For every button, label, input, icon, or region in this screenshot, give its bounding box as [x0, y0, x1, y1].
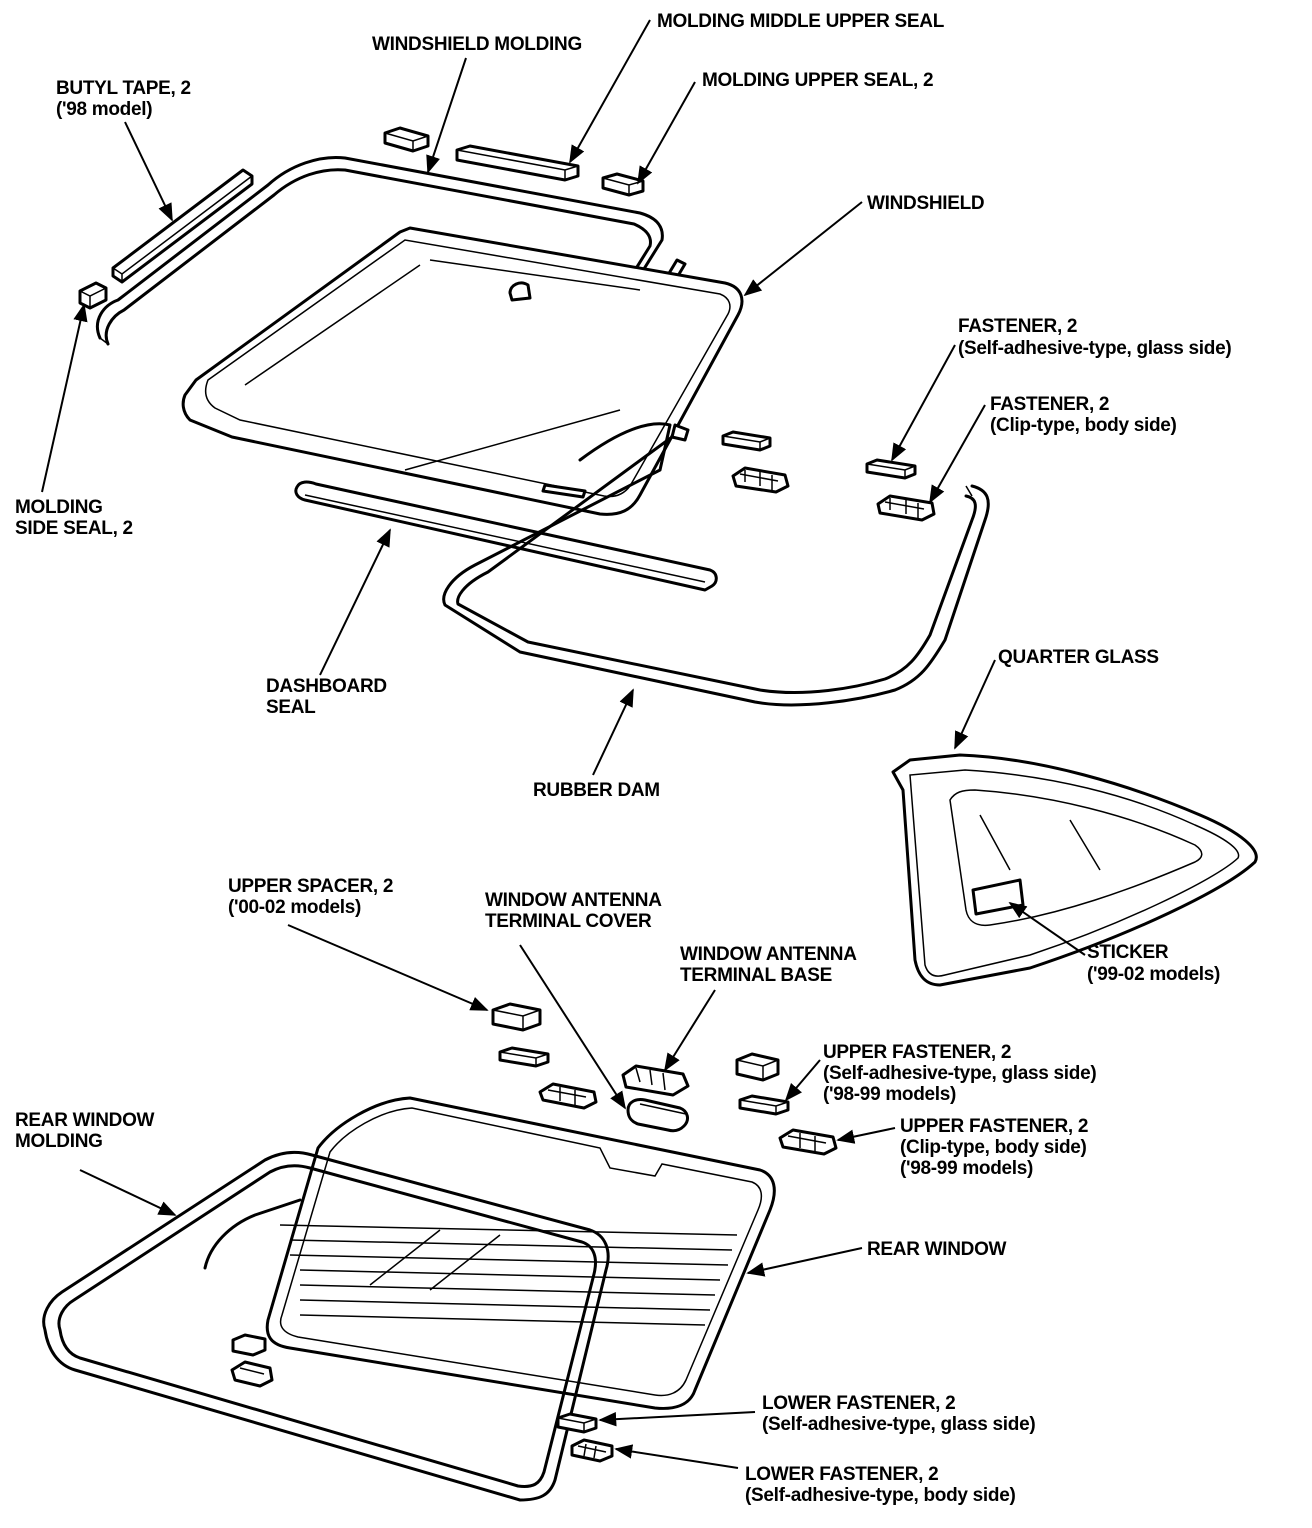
windshield-part — [181, 226, 744, 516]
label-fastener-glass: FASTENER, 2 — [958, 316, 1077, 337]
upper-fastener-body-part — [778, 1128, 838, 1156]
upper-fastener-spacer-part — [735, 1052, 780, 1082]
label-sticker: STICKER — [1087, 942, 1169, 963]
label-upper-fastener-glass-models: ('98-99 models) — [823, 1084, 956, 1105]
molding-side-seal-part — [78, 281, 108, 310]
label-fastener-glass-note: (Self-adhesive-type, glass side) — [958, 338, 1231, 359]
butyl-tape-part — [111, 168, 254, 284]
label-molding-side-seal-2: SIDE SEAL, 2 — [15, 518, 133, 539]
rubber-dam-part — [442, 422, 990, 707]
leader-lines — [41, 19, 1086, 1469]
label-butyl-tape: BUTYL TAPE, 2 — [56, 78, 191, 99]
label-sticker-note: ('99-02 models) — [1087, 964, 1220, 985]
label-dashboard-seal-2: SEAL — [266, 697, 316, 718]
rear-window-inner-frame — [203, 1198, 302, 1270]
fastener-body-part-1 — [731, 466, 790, 494]
label-rear-window-molding-2: MOLDING — [15, 1131, 103, 1152]
label-antenna-base-2: TERMINAL BASE — [680, 965, 832, 986]
label-dashboard-seal: DASHBOARD — [266, 676, 387, 697]
label-lower-fastener-glass: LOWER FASTENER, 2 — [762, 1393, 955, 1414]
lower-fastener-left-1 — [231, 1333, 267, 1357]
label-upper-spacer: UPPER SPACER, 2 — [228, 876, 393, 897]
label-molding-upper-seal: MOLDING UPPER SEAL, 2 — [702, 70, 933, 91]
label-upper-fastener-glass: UPPER FASTENER, 2 — [823, 1042, 1011, 1063]
label-rear-window: REAR WINDOW — [867, 1239, 1007, 1260]
molding-upper-seal-left-part — [383, 126, 430, 153]
label-lower-fastener-body-note: (Self-adhesive-type, body side) — [745, 1485, 1016, 1506]
fastener-glass-part-2 — [865, 458, 917, 480]
label-upper-spacer-note: ('00-02 models) — [228, 897, 361, 918]
label-fastener-body: FASTENER, 2 — [990, 394, 1109, 415]
label-lower-fastener-glass-note: (Self-adhesive-type, glass side) — [762, 1414, 1035, 1435]
lower-fastener-body-part — [570, 1438, 614, 1463]
molding-middle-upper-seal-part — [455, 144, 580, 182]
rear-window-part — [265, 1096, 776, 1410]
molding-upper-seal-right-part — [601, 172, 645, 197]
lower-fastener-left-2 — [230, 1360, 274, 1388]
label-molding-middle-upper-seal: MOLDING MIDDLE UPPER SEAL — [657, 11, 945, 32]
antenna-cover-part — [626, 1098, 689, 1133]
upper-spacer-part — [491, 1002, 542, 1032]
label-windshield-molding: WINDSHIELD MOLDING — [372, 34, 582, 55]
rear-fastener-glass-part-1 — [498, 1046, 550, 1068]
label-windshield: WINDSHIELD — [867, 193, 984, 214]
label-upper-fastener-body: UPPER FASTENER, 2 — [900, 1116, 1088, 1137]
label-antenna-base: WINDOW ANTENNA — [680, 944, 857, 965]
label-quarter-glass: QUARTER GLASS — [998, 647, 1159, 668]
rear-fastener-body-part-1 — [538, 1082, 598, 1110]
label-upper-fastener-glass-note: (Self-adhesive-type, glass side) — [823, 1063, 1096, 1084]
label-upper-fastener-body-models: ('98-99 models) — [900, 1158, 1033, 1179]
antenna-base-part — [621, 1064, 690, 1097]
label-rubber-dam: RUBBER DAM — [533, 780, 660, 801]
dashboard-seal-part — [294, 480, 718, 592]
quarter-glass-part — [891, 753, 1258, 987]
label-butyl-tape-note: ('98 model) — [56, 99, 152, 120]
label-upper-fastener-body-note: (Clip-type, body side) — [900, 1137, 1087, 1158]
lower-fastener-glass-part — [556, 1412, 598, 1434]
rear-window-molding-part — [42, 1150, 610, 1502]
fastener-body-part-2 — [876, 494, 936, 522]
label-rear-window-molding: REAR WINDOW — [15, 1110, 155, 1131]
upper-fastener-glass-part — [738, 1094, 790, 1116]
fastener-glass-part-1 — [721, 430, 772, 452]
label-antenna-cover-2: TERMINAL COVER — [485, 911, 652, 932]
label-lower-fastener-body: LOWER FASTENER, 2 — [745, 1464, 938, 1485]
label-molding-side-seal: MOLDING — [15, 497, 103, 518]
label-fastener-body-note: (Clip-type, body side) — [990, 415, 1177, 436]
label-antenna-cover: WINDOW ANTENNA — [485, 890, 662, 911]
